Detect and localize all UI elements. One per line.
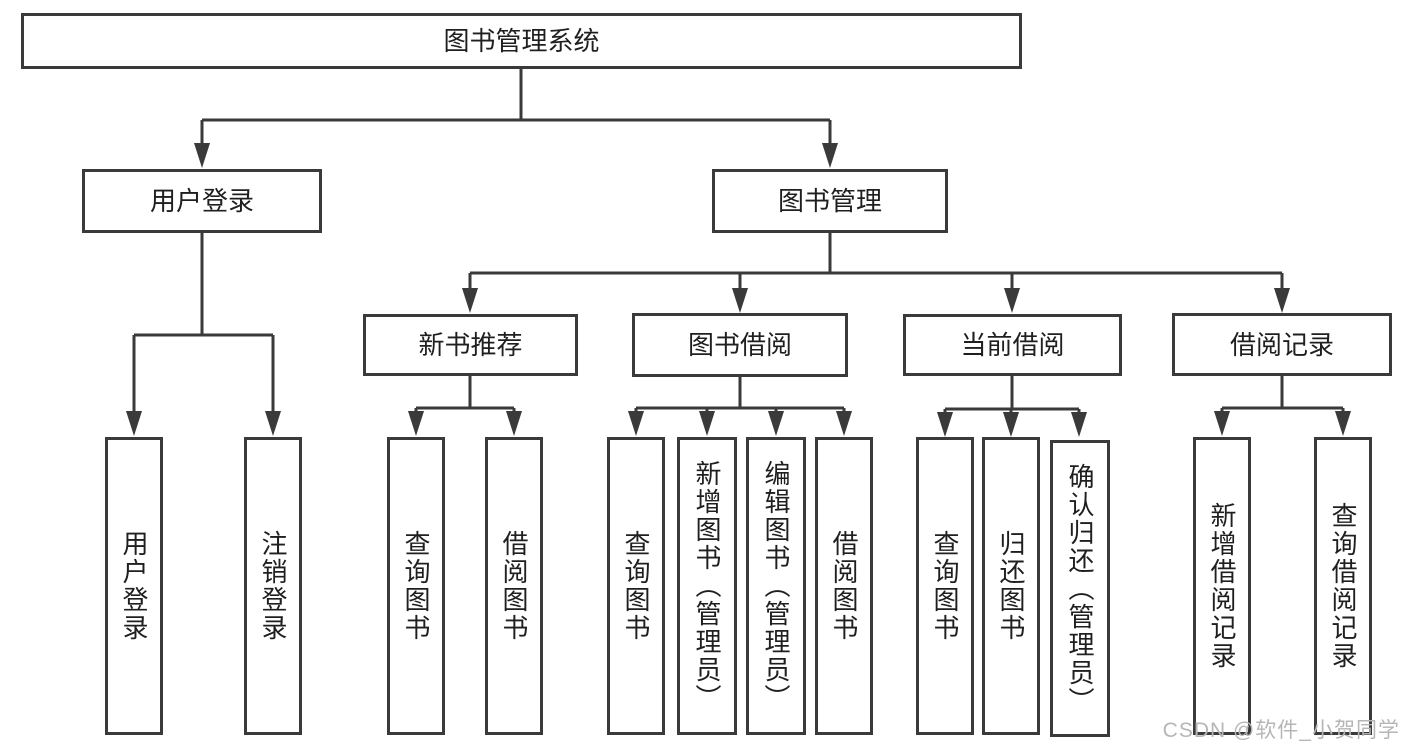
leaf-query-book-1: 查询图书: [387, 437, 445, 735]
leaf-query-book-3: 查询图书: [916, 437, 974, 735]
leaf-user-login: 用户登录: [105, 437, 163, 735]
node-label: 图书借阅: [687, 330, 792, 360]
watermark: CSDN @软件_小贺同学: [1162, 719, 1400, 742]
node-new-book-recommend: 新书推荐: [363, 314, 578, 376]
leaf-query-borrow-record: 查询借阅记录: [1314, 437, 1372, 735]
node-user-login: 用户登录: [82, 169, 322, 233]
leaf-confirm-return-admin: 确认归还（管理员）: [1050, 440, 1110, 737]
node-label: 新书推荐: [418, 330, 523, 360]
leaf-add-book-admin: 新增图书（管理员）: [677, 437, 737, 735]
node-book-management: 图书管理: [712, 169, 948, 233]
node-book-borrow: 图书借阅: [632, 313, 848, 377]
node-root: 图书管理系统: [21, 13, 1022, 69]
node-label: 当前借阅: [960, 330, 1065, 360]
node-label: 图书管理: [777, 186, 882, 216]
node-label: 用户登录: [149, 186, 254, 216]
leaf-borrow-book-2: 借阅图书: [815, 437, 873, 735]
node-label: 借阅记录: [1229, 329, 1334, 360]
leaf-logout: 注销登录: [244, 437, 302, 735]
leaf-edit-book-admin: 编辑图书（管理员）: [746, 437, 806, 735]
leaf-return-book: 归还图书: [982, 437, 1040, 735]
node-current-borrow: 当前借阅: [903, 314, 1122, 376]
node-root-label: 图书管理系统: [443, 26, 600, 56]
node-borrow-record: 借阅记录: [1172, 313, 1392, 376]
leaf-borrow-book-1: 借阅图书: [485, 437, 543, 735]
leaf-query-book-2: 查询图书: [607, 437, 665, 735]
leaf-add-borrow-record: 新增借阅记录: [1193, 437, 1251, 735]
